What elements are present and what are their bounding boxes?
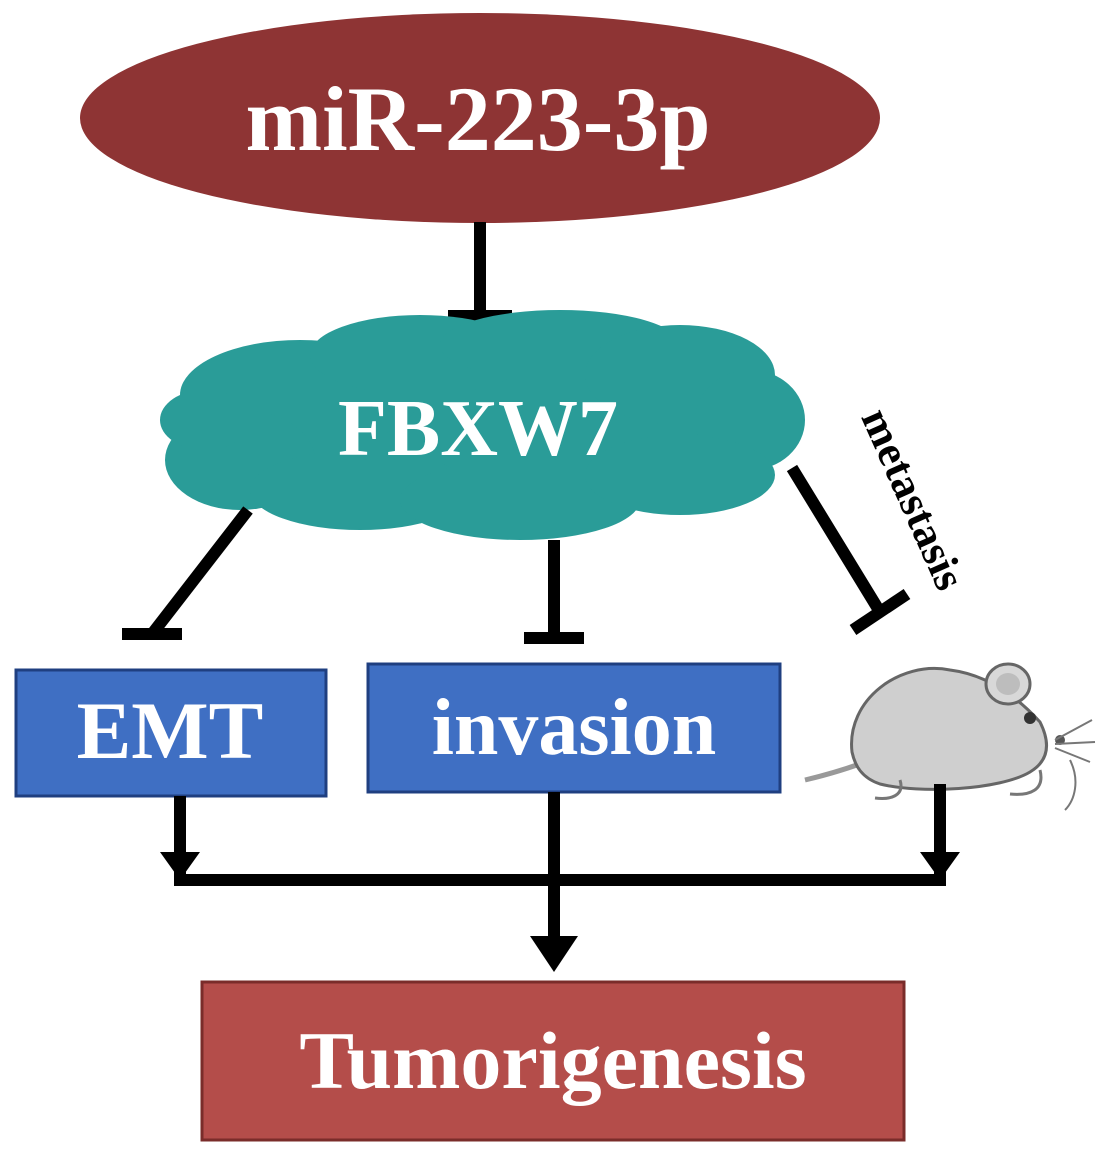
metastasis-label: metastasis xyxy=(852,401,975,597)
tumorigenesis-node: Tumorigenesis xyxy=(200,980,906,1142)
mirna-node: miR-223-3p xyxy=(80,13,880,223)
tumorigenesis-box xyxy=(200,980,906,1142)
invasion-label: invasion xyxy=(432,684,717,772)
fbxw7-label: FBXW7 xyxy=(338,385,618,473)
edge-fbxw7-metastasis xyxy=(786,464,911,635)
invasion-box xyxy=(366,662,782,794)
emt-box xyxy=(14,668,328,798)
edge-fbxw7-emt xyxy=(122,506,253,640)
mirna-ellipse xyxy=(80,13,880,223)
edge-fbxw7-invasion xyxy=(524,540,584,644)
emt-label: EMT xyxy=(77,685,264,776)
fbxw7-node: FBXW7 xyxy=(160,310,805,540)
mirna-label: miR-223-3p xyxy=(245,68,710,170)
emt-node: EMT xyxy=(14,668,328,798)
edge-emt-tumorigenesis xyxy=(160,796,200,880)
edge-metastasis-tumorigenesis xyxy=(920,784,960,880)
mouse-icon xyxy=(804,662,1096,811)
invasion-node: invasion xyxy=(366,662,782,794)
edge-invasion-tumorigenesis xyxy=(530,792,578,972)
edge-mirna-fbxw7 xyxy=(448,222,512,322)
tumorigenesis-label: Tumorigenesis xyxy=(299,1015,806,1106)
cloud-shape xyxy=(160,310,805,540)
